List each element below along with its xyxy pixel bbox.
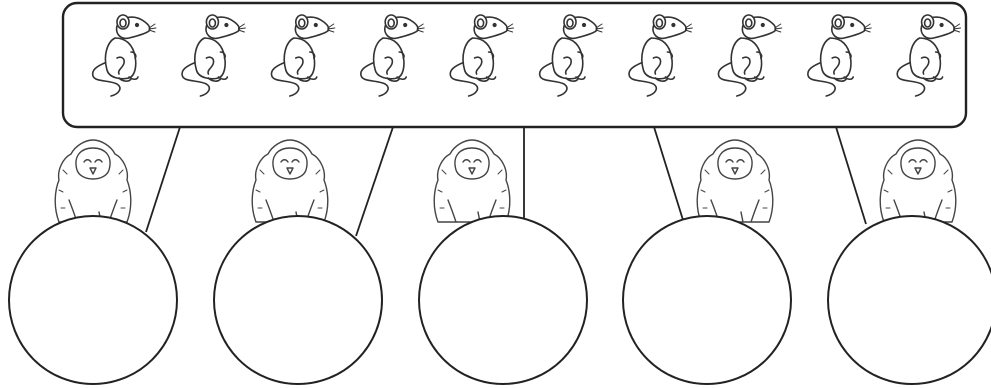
connector-line-4 [654,127,683,220]
answer-circle-5[interactable] [828,216,991,384]
connector-line-1 [146,127,180,232]
answer-circle-3[interactable] [419,216,587,384]
answer-circle-4[interactable] [623,216,791,384]
owl-3 [434,140,510,222]
connector-line-2 [356,127,393,236]
owl-2 [252,140,328,222]
owl-5 [880,140,956,222]
owl-group [55,140,956,222]
answer-circle-1[interactable] [9,216,177,384]
connector-line-5 [836,127,866,224]
answer-circle-group [9,216,991,384]
owl-4 [697,140,773,222]
answer-circle-2[interactable] [214,216,382,384]
owl-1 [55,140,131,222]
